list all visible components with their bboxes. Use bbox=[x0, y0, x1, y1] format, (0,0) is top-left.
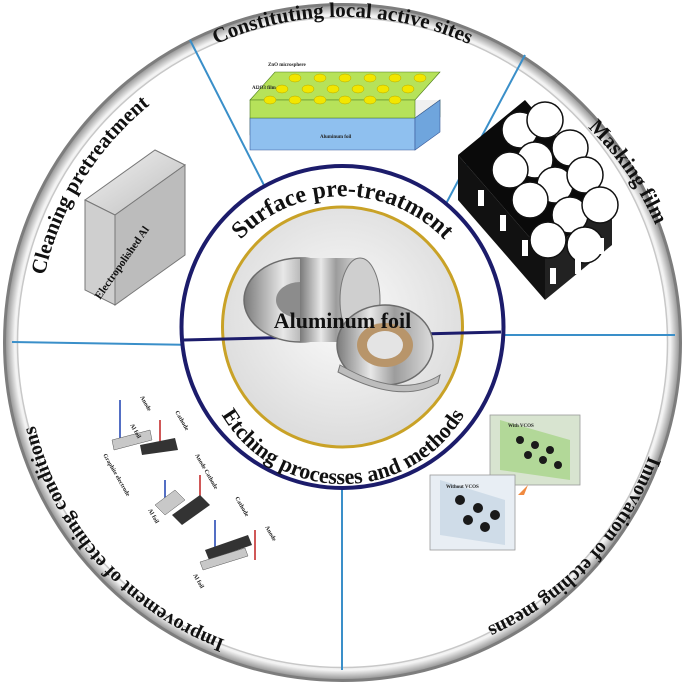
zno-label: ZnO microsphere bbox=[268, 63, 307, 68]
center-label: Aluminum foil bbox=[274, 308, 412, 333]
with-label: With VCOS bbox=[508, 424, 534, 429]
al2o3-label: Al2O3 film bbox=[252, 86, 277, 91]
without-label: Without VCOS bbox=[446, 485, 479, 490]
foil-label: Aluminum foil bbox=[320, 135, 352, 140]
active-sites-illustration: ZnO microsphere Al2O3 film Aluminum foil bbox=[250, 63, 440, 150]
